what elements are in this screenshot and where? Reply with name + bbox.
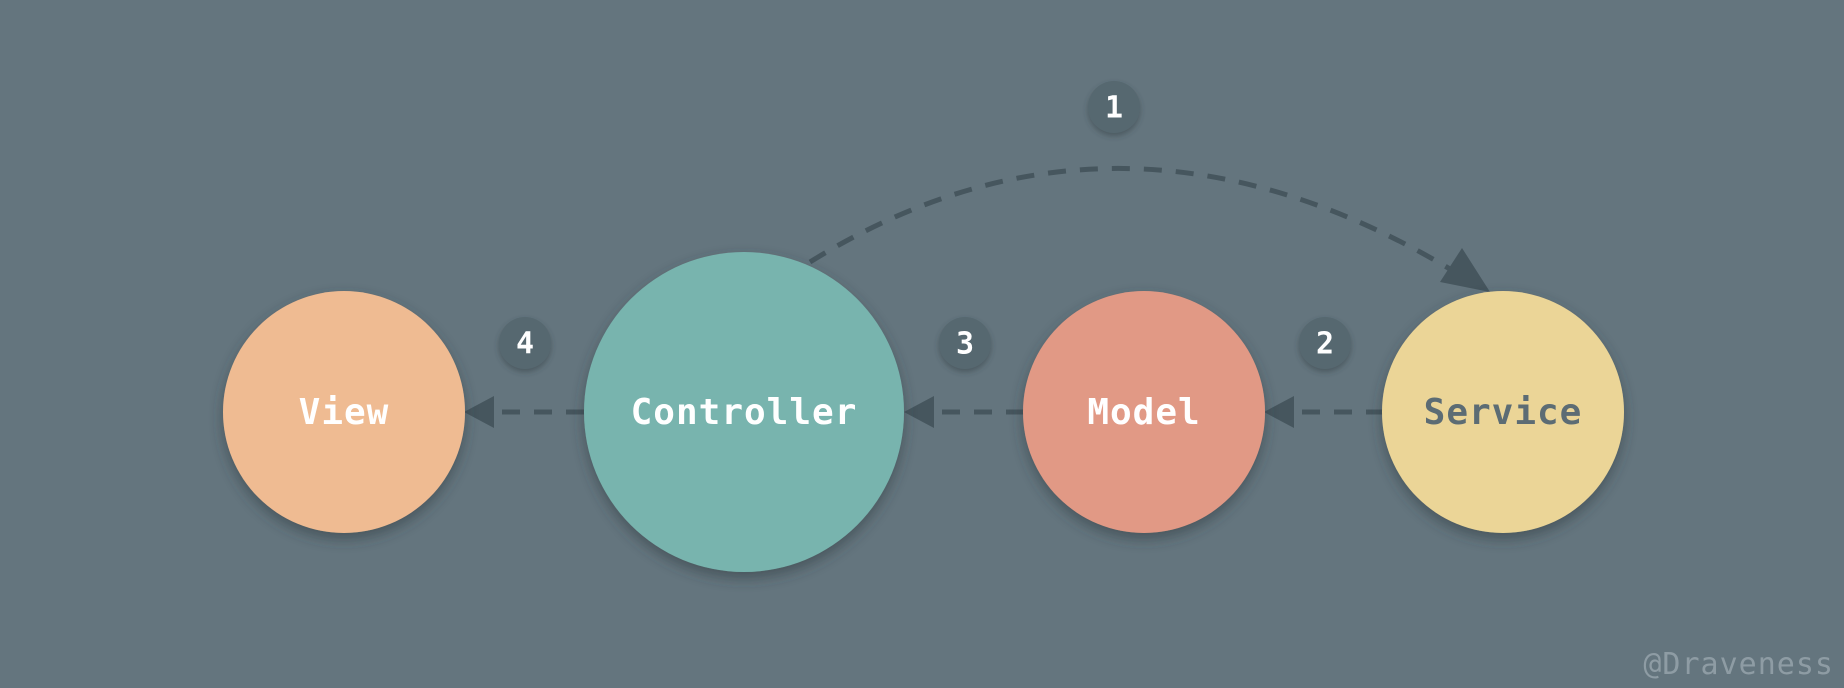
edge-model-to-controller bbox=[904, 396, 1024, 428]
node-service: Service bbox=[1382, 291, 1624, 533]
step-badge-1-label: 1 bbox=[1105, 91, 1123, 126]
node-view-label: View bbox=[299, 392, 390, 433]
arrowhead-into-model bbox=[1264, 396, 1294, 428]
step-badge-3-label: 3 bbox=[956, 327, 974, 362]
step-badge-2-label: 2 bbox=[1316, 327, 1334, 362]
arrowhead-into-service bbox=[1440, 248, 1490, 292]
node-view: View bbox=[223, 291, 465, 533]
step-badge-3-circle bbox=[939, 317, 991, 369]
node-controller: Controller bbox=[584, 252, 904, 572]
node-service-label: Service bbox=[1424, 392, 1583, 433]
step-badge-4-circle bbox=[499, 317, 551, 369]
node-view-circle bbox=[223, 291, 465, 533]
step-badge-4: 4 bbox=[499, 317, 551, 369]
edge-controller-to-service-line bbox=[808, 165, 1457, 275]
node-service-circle bbox=[1382, 291, 1624, 533]
edge-service-to-model bbox=[1264, 396, 1384, 428]
step-badge-4-label: 4 bbox=[516, 327, 534, 362]
node-controller-circle bbox=[584, 252, 904, 572]
node-model: Model bbox=[1023, 291, 1265, 533]
step-badge-3: 3 bbox=[939, 317, 991, 369]
arrowhead-into-view bbox=[464, 396, 494, 428]
watermark: @Draveness bbox=[1643, 647, 1834, 682]
step-badge-2: 2 bbox=[1299, 317, 1351, 369]
edge-controller-to-service bbox=[808, 165, 1490, 292]
step-badge-1: 1 bbox=[1088, 81, 1140, 133]
arrowhead-into-controller bbox=[904, 396, 934, 428]
node-model-label: Model bbox=[1087, 392, 1200, 433]
step-badge-2-circle bbox=[1299, 317, 1351, 369]
edge-controller-to-view bbox=[464, 396, 584, 428]
node-controller-label: Controller bbox=[631, 392, 858, 433]
node-model-circle bbox=[1023, 291, 1265, 533]
step-badge-1-circle bbox=[1088, 81, 1140, 133]
